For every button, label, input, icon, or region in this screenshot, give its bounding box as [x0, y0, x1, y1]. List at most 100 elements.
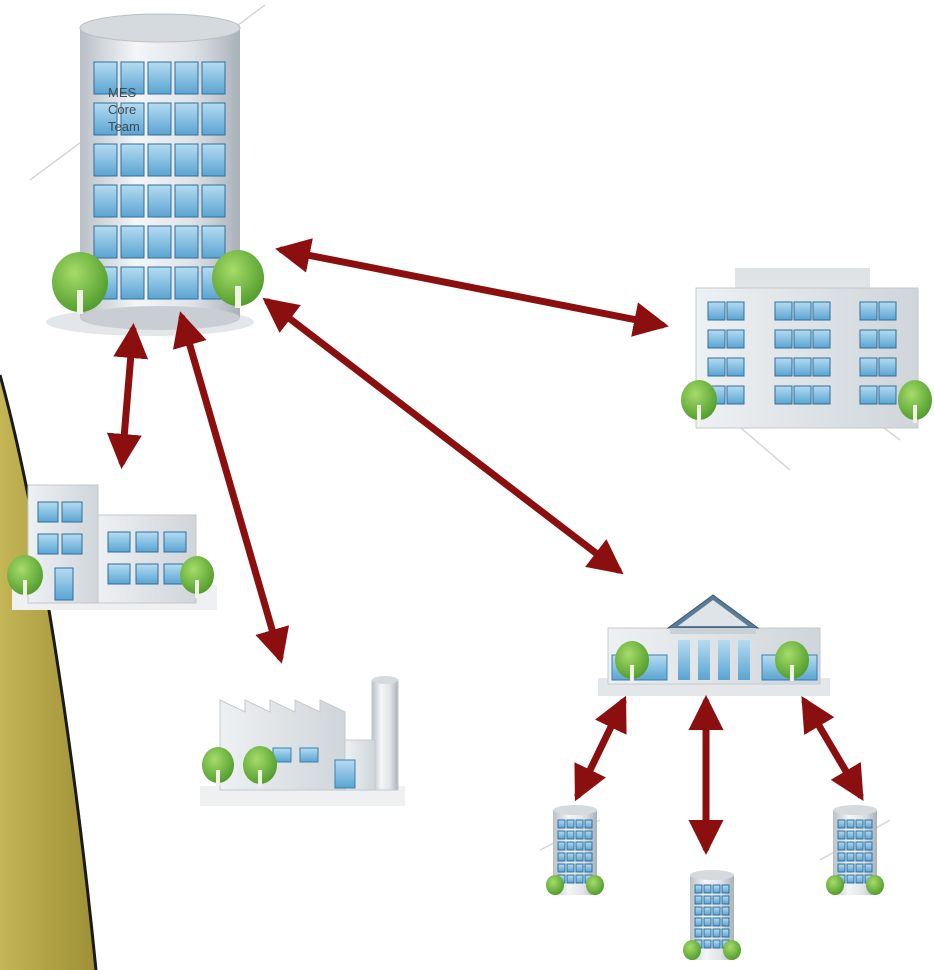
tree-icon: [866, 875, 884, 895]
window: [174, 266, 199, 300]
window: [566, 852, 575, 862]
window: [793, 329, 812, 349]
window: [846, 830, 855, 840]
window: [837, 863, 846, 873]
tree-icon: [546, 875, 564, 895]
window: [703, 928, 712, 938]
tree-icon: [826, 875, 844, 895]
window: [707, 329, 726, 349]
window: [575, 819, 584, 829]
window: [726, 301, 745, 321]
window: [721, 895, 730, 905]
window: [694, 895, 703, 905]
window: [566, 819, 575, 829]
window: [726, 357, 745, 377]
window: [774, 357, 793, 377]
window: [557, 819, 566, 829]
window: [846, 863, 855, 873]
window: [575, 852, 584, 862]
window: [707, 301, 726, 321]
window: [147, 61, 172, 95]
tree-icon: [681, 380, 717, 423]
tree-icon: [212, 250, 264, 308]
window: [147, 102, 172, 136]
window: [174, 184, 199, 218]
olive-side-panel: [0, 374, 98, 970]
window: [584, 830, 593, 840]
arrow-hq-to-office-right: [275, 238, 669, 337]
window: [774, 385, 793, 405]
window: [694, 928, 703, 938]
window: [846, 852, 855, 862]
window: [859, 357, 878, 377]
arrow-hq-to-regional-hall: [262, 297, 624, 575]
window: [812, 357, 831, 377]
arrow-hq-to-office-left: [106, 323, 149, 469]
window: [107, 531, 131, 553]
arrow-hall-to-small-tower-right: [801, 695, 864, 802]
window: [878, 385, 897, 405]
window: [707, 357, 726, 377]
window: [703, 895, 712, 905]
window: [864, 852, 873, 862]
window: [837, 841, 846, 851]
window: [107, 563, 131, 585]
arrow-hall-to-small-tower-left: [574, 695, 627, 802]
window: [837, 852, 846, 862]
window: [793, 385, 812, 405]
window: [566, 874, 575, 884]
tree-icon: [775, 641, 809, 681]
window: [201, 184, 226, 218]
office-left-windows: [37, 501, 187, 601]
window: [135, 563, 159, 585]
window: [120, 184, 145, 218]
hq-tower: [46, 13, 264, 336]
window: [37, 533, 59, 555]
window: [721, 906, 730, 916]
window: [575, 841, 584, 851]
window: [120, 143, 145, 177]
window: [694, 906, 703, 916]
window: [147, 225, 172, 259]
window: [557, 841, 566, 851]
window: [859, 329, 878, 349]
window: [812, 385, 831, 405]
tree-icon: [586, 875, 604, 895]
window: [201, 143, 226, 177]
tree-icon: [683, 940, 701, 960]
small-towers: [546, 805, 884, 960]
regional-hall-building: [598, 594, 830, 696]
window: [557, 830, 566, 840]
connection-arrows: [106, 238, 864, 855]
window: [864, 819, 873, 829]
window: [147, 266, 172, 300]
window: [712, 928, 721, 938]
window: [812, 329, 831, 349]
window: [93, 143, 118, 177]
window: [201, 102, 226, 136]
office-right-windows: [707, 301, 897, 405]
window: [566, 830, 575, 840]
window: [93, 102, 118, 136]
window: [201, 225, 226, 259]
window: [721, 928, 730, 938]
small-tower-center: [683, 870, 741, 960]
window: [793, 301, 812, 321]
window: [855, 819, 864, 829]
window: [575, 874, 584, 884]
window: [855, 874, 864, 884]
small-tower-right: [826, 805, 884, 895]
tree-icon: [52, 252, 108, 314]
window: [120, 225, 145, 259]
window: [812, 301, 831, 321]
window: [566, 841, 575, 851]
tree-icon: [615, 641, 649, 681]
window: [37, 501, 59, 523]
window: [93, 61, 118, 95]
factory-building: [200, 676, 405, 806]
small-tower-left: [546, 805, 604, 895]
tree-icon: [898, 380, 932, 423]
window: [846, 819, 855, 829]
window: [135, 531, 159, 553]
